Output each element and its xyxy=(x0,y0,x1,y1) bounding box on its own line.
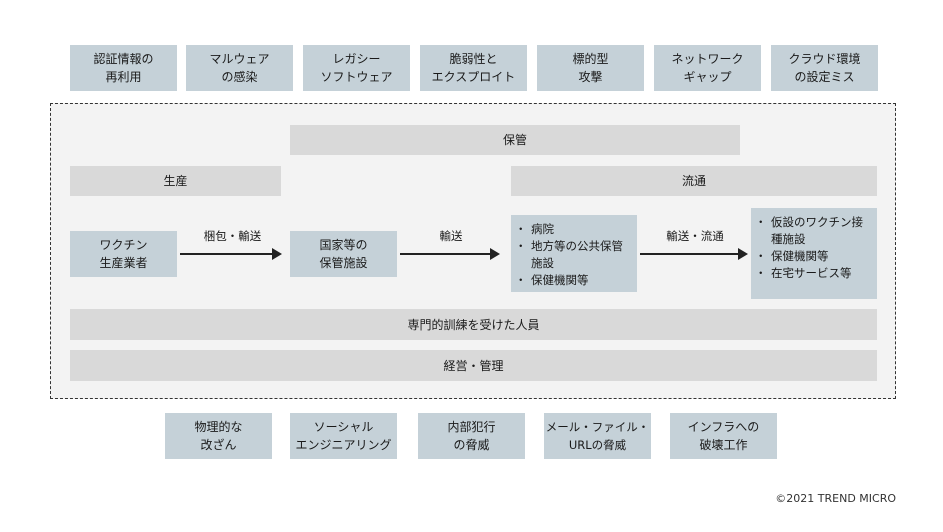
bar-trained-personnel: 専門的訓練を受けた人員 xyxy=(70,309,877,340)
arrow-label-transport-distribution: 輸送・流通 xyxy=(666,229,724,243)
threat-social-engineering: ソーシャル エンジニアリング xyxy=(290,413,397,459)
bar-management: 経営・管理 xyxy=(70,350,877,381)
arrow-right-icon xyxy=(180,248,282,260)
threat-legacy-software: レガシー ソフトウェア xyxy=(303,45,410,91)
arrow-right-icon xyxy=(640,248,748,260)
arrow-label-transport: 輸送 xyxy=(439,229,463,243)
node-public-storage: 病院 地方等の公共保管施設 保健機関等 xyxy=(511,215,637,292)
list-item: 保健機関等 xyxy=(515,272,631,289)
arrow-label-pack-transport: 梱包・輸送 xyxy=(203,229,262,243)
threat-physical-tampering: 物理的な 改ざん xyxy=(165,413,272,459)
copyright: ©2021 TREND MICRO xyxy=(775,492,896,505)
threat-network-gap: ネットワーク ギャップ xyxy=(654,45,761,91)
arrow-right-icon xyxy=(400,248,500,260)
list-item: 保健機関等 xyxy=(755,248,871,265)
node-national-storage: 国家等の 保管施設 xyxy=(290,231,397,277)
threat-email-file-url: メール・ファイル・ URLの脅威 xyxy=(544,413,651,459)
threat-insider: 内部犯行 の脅威 xyxy=(418,413,525,459)
list-item: 在宅サービス等 xyxy=(755,265,871,282)
stage-storage: 保管 xyxy=(290,125,740,155)
stage-production: 生産 xyxy=(70,166,281,196)
list-item: 病院 xyxy=(515,221,631,238)
threat-malware-infection: マルウェア の感染 xyxy=(186,45,293,91)
threat-vulnerabilities-exploits: 脆弱性と エクスプロイト xyxy=(420,45,527,91)
node-vaccination-endpoints: 仮設のワクチン接種施設 保健機関等 在宅サービス等 xyxy=(751,208,877,299)
threat-cloud-misconfiguration: クラウド環境 の設定ミス xyxy=(771,45,878,91)
list-item: 地方等の公共保管施設 xyxy=(515,238,631,272)
threat-credential-reuse: 認証情報の 再利用 xyxy=(70,45,177,91)
node-vaccine-manufacturer: ワクチン 生産業者 xyxy=(70,231,177,277)
threat-targeted-attack: 標的型 攻撃 xyxy=(537,45,644,91)
threat-infrastructure-sabotage: インフラへの 破壊工作 xyxy=(670,413,777,459)
stage-distribution: 流通 xyxy=(511,166,877,196)
list-item: 仮設のワクチン接種施設 xyxy=(755,214,871,248)
